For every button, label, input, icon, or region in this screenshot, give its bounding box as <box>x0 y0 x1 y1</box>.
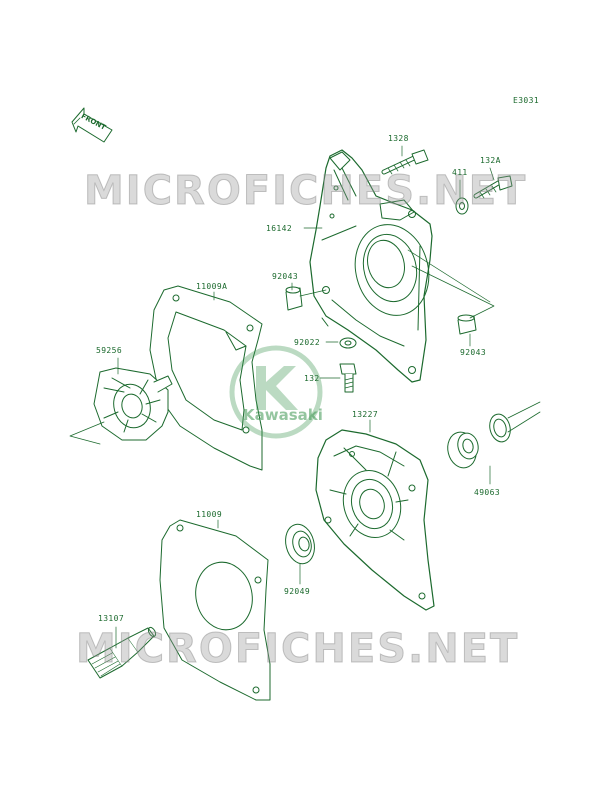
bolt-1328-part <box>381 149 429 175</box>
part-label-16142: 16142 <box>266 224 293 233</box>
bolt-132-part <box>339 363 357 393</box>
leader-lines <box>115 145 495 649</box>
part-label-11009: 11009 <box>196 510 223 519</box>
shaft-13107-part <box>87 626 157 679</box>
watermark-bottom: MICROFICHES.NET <box>75 626 520 673</box>
part-label-1328: 1328 <box>388 134 409 143</box>
front-arrow-icon <box>71 107 113 143</box>
seal-92049-part <box>285 523 315 565</box>
bushing-49063-part <box>447 401 541 469</box>
diagram-code: E3031 <box>513 96 540 105</box>
dowel-pin-right-part <box>407 249 495 335</box>
brand-logo-text: Kawasaki <box>243 406 323 424</box>
lower-cover-part <box>315 429 435 611</box>
washer-411-part <box>455 197 469 215</box>
part-label-13107: 13107 <box>98 614 125 623</box>
upper-cover-part <box>309 149 433 383</box>
bolt-132a-part <box>473 175 513 199</box>
part-label-132a: 132A <box>480 156 501 165</box>
gasket-11009a-part <box>149 285 263 471</box>
gasket-11009-part <box>159 519 271 701</box>
washer-92022-part <box>339 337 357 349</box>
watermark-top: MICROFICHES.NET <box>83 168 528 215</box>
part-label-92049: 92049 <box>284 587 311 596</box>
kawasaki-logo-icon <box>229 345 323 439</box>
part-label-411: 411 <box>452 168 468 177</box>
part-label-132: 132 <box>304 374 320 383</box>
dowel-pin-left-part <box>285 286 327 311</box>
part-label-49063: 49063 <box>474 488 501 497</box>
part-label-92043-left: 92043 <box>272 272 299 281</box>
part-label-92022: 92022 <box>294 338 321 347</box>
part-label-11009a: 11009A <box>196 282 228 291</box>
impeller-59256-part <box>93 367 173 441</box>
part-label-13227: 13227 <box>352 410 379 419</box>
part-label-92043-right: 92043 <box>460 348 487 357</box>
part-label-59256: 59256 <box>96 346 123 355</box>
